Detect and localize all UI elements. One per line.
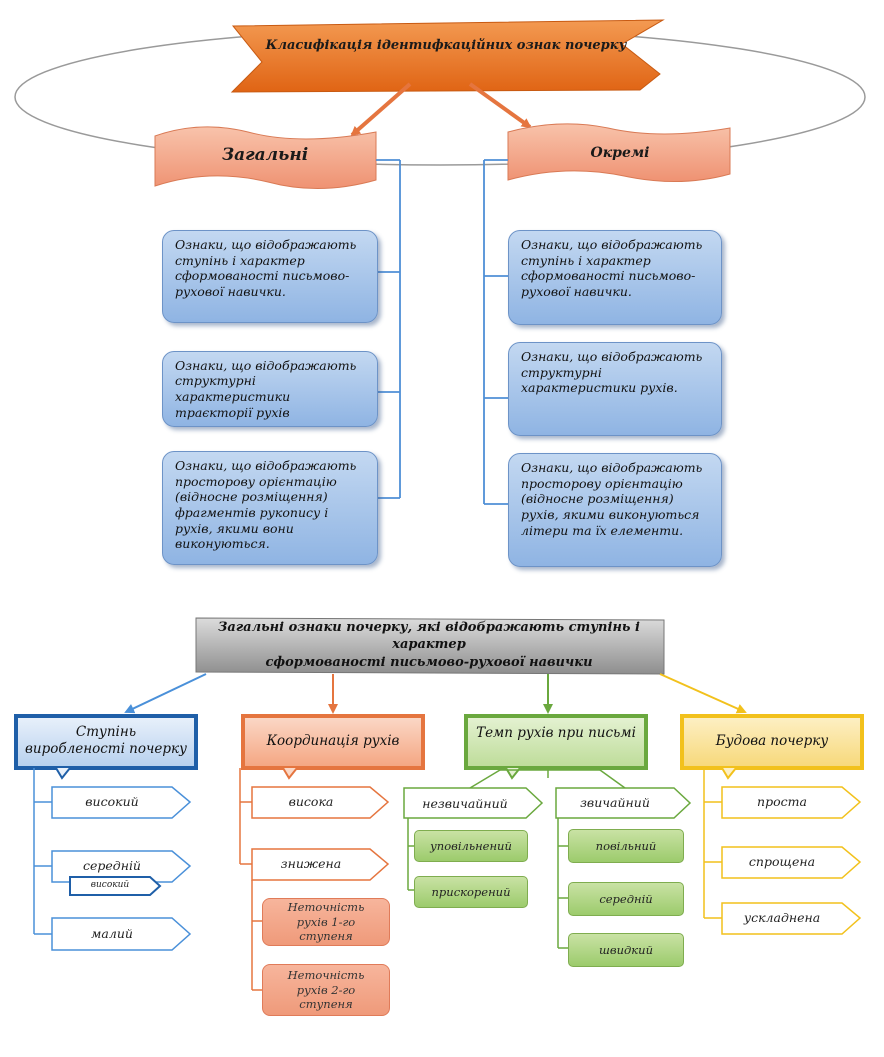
blue-subitem-high: високий bbox=[90, 880, 130, 890]
orange-category-shape bbox=[241, 714, 425, 780]
blue-item-high: високий bbox=[85, 794, 139, 809]
general-heading: Загальні bbox=[221, 145, 309, 165]
bottom-banner-line-2: сформованості письмово-рухової навички bbox=[265, 654, 593, 670]
general-card-1: Ознаки, що відображають ступінь і характ… bbox=[162, 230, 378, 323]
arrow-to-general bbox=[350, 82, 412, 137]
gray-banner-shape bbox=[195, 617, 665, 675]
blue-category-label: Ступінь виробленості почерку bbox=[25, 724, 187, 757]
orange-category-label: Координація рухів bbox=[266, 733, 400, 749]
green-category-label: Темп рухів при письмі bbox=[476, 725, 636, 741]
blue-tree-lines bbox=[33, 768, 52, 935]
blue-subleaf bbox=[69, 876, 162, 896]
arrow-to-blue bbox=[124, 673, 207, 714]
orange-item-reduced: знижена bbox=[280, 856, 342, 871]
yellow-leaf-2 bbox=[721, 846, 862, 879]
blue-item-medium: середній bbox=[82, 858, 141, 873]
specific-card-1: Ознаки, що відображають ступінь і характ… bbox=[508, 230, 722, 325]
blue-category-shape bbox=[14, 714, 198, 780]
green-tree-lines bbox=[407, 769, 626, 949]
blue-leaf-2 bbox=[51, 850, 192, 883]
specific-heading: Окремі bbox=[590, 145, 650, 161]
general-card-2: Ознаки, що відображають структурні харак… bbox=[162, 351, 378, 427]
yellow-item-simple: проста bbox=[757, 794, 807, 809]
green-branch-1-shape bbox=[403, 787, 544, 819]
specific-connectors bbox=[483, 159, 508, 505]
blue-item-low: малий bbox=[91, 926, 133, 941]
arrow-to-specific bbox=[468, 82, 532, 129]
blue-leaf-3 bbox=[51, 917, 192, 951]
specific-ribbon-shape bbox=[507, 123, 731, 183]
general-card-3: Ознаки, що відображають просторову орієн… bbox=[162, 451, 378, 565]
bottom-banner: Загальні ознаки почерку, які відображают… bbox=[194, 616, 664, 674]
green-branch-usual: звичайний bbox=[580, 795, 650, 810]
orange-leaf-1 bbox=[251, 786, 390, 819]
green-branch-2-shape bbox=[555, 787, 692, 819]
yellow-leaf-1 bbox=[721, 786, 862, 819]
green-item-fast: швидкий bbox=[568, 933, 684, 967]
orange-subitem-2: Неточність рухів 2-го ступеня bbox=[262, 964, 390, 1016]
yellow-item-complicated: ускладнена bbox=[743, 910, 821, 925]
yellow-category-label: Будова почерку bbox=[715, 733, 829, 749]
bottom-banner-line-1: Загальні ознаки почерку, які відображают… bbox=[218, 619, 640, 653]
green-item-accelerated: прискорений bbox=[414, 876, 528, 908]
general-connectors bbox=[376, 159, 401, 499]
yellow-tree-lines bbox=[703, 768, 722, 919]
green-branch-unusual: незвичайний bbox=[422, 796, 508, 811]
arrow-to-yellow bbox=[659, 673, 747, 714]
diagram-title: Класифікація ідентифкаційних ознак почер… bbox=[265, 38, 627, 53]
blue-leaf-1 bbox=[51, 786, 192, 819]
green-item-slow: повільний bbox=[568, 829, 684, 863]
green-item-medium: середній bbox=[568, 882, 684, 916]
orange-leaf-2 bbox=[251, 848, 390, 881]
orange-subitem-1: Неточність рухів 1-го ступеня bbox=[262, 898, 390, 946]
yellow-item-simplified: спрощена bbox=[748, 854, 816, 869]
orange-item-high: висока bbox=[288, 794, 334, 809]
orange-tree-lines bbox=[239, 768, 262, 991]
yellow-leaf-3 bbox=[721, 902, 862, 935]
general-ribbon-shape bbox=[154, 126, 377, 190]
green-category-shape bbox=[464, 714, 648, 780]
title-banner-shape bbox=[230, 19, 665, 93]
specific-card-3: Ознаки, що відображають просторову орієн… bbox=[508, 453, 722, 567]
yellow-category-shape bbox=[680, 714, 864, 780]
specific-card-2: Ознаки, що відображають структурні харак… bbox=[508, 342, 722, 436]
green-item-slowed: уповільнений bbox=[414, 830, 528, 862]
